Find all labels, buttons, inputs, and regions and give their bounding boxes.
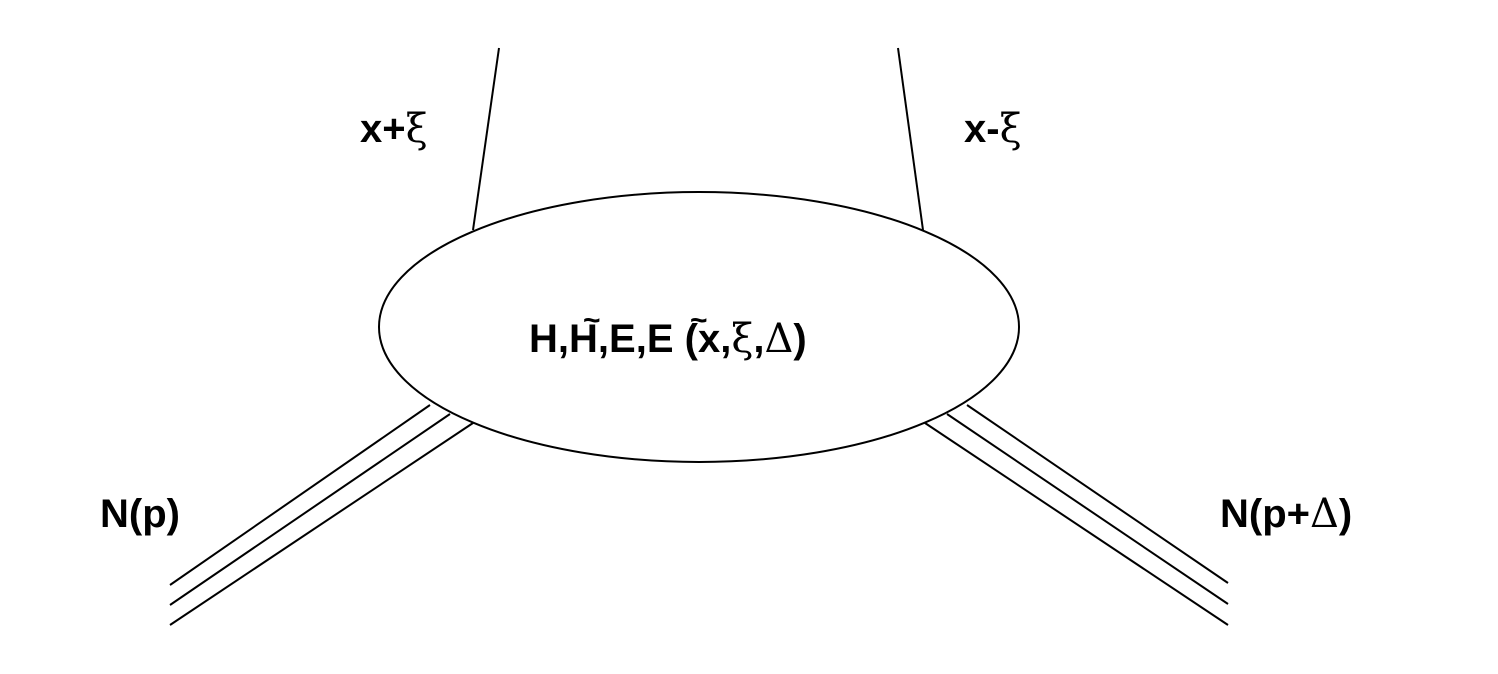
delta-symbol-nucleon: Δ [1310, 491, 1339, 537]
gpd-E-tilde: E [647, 317, 674, 361]
nucleon-out-lines [924, 404, 1229, 626]
quark-left-prefix: x+ [360, 107, 406, 151]
nucleon-out-suffix: ) [1339, 492, 1352, 536]
nucleon-out-label: N(p+Δ) [1220, 491, 1352, 537]
gpd-E: E [609, 317, 636, 361]
gpd-H-tilde: H [569, 317, 598, 361]
xi-symbol-left: ξ [406, 106, 428, 152]
tilde-over-H: ~ [583, 304, 601, 337]
nucleon-out-prefix: N(p+ [1220, 492, 1310, 536]
xi-symbol-blob: ξ [731, 316, 753, 362]
gpd-H: H [529, 317, 558, 361]
tilde-over-E: ~ [690, 304, 708, 337]
delta-symbol-blob: Δ [764, 316, 793, 362]
quark-line-right [897, 47, 924, 231]
xi-symbol-right: ξ [1000, 106, 1022, 152]
nucleon-in-label: N(p) [100, 492, 180, 536]
nucleon-in-lines [169, 404, 474, 626]
quark-right-label: x-ξ [964, 106, 1022, 152]
quark-left-label: x+ξ [360, 106, 428, 152]
gpd-label: H,H,E,E (x,ξ,Δ) [529, 316, 807, 362]
gpd-args-close: ) [793, 317, 806, 361]
gpd-blob [378, 191, 1020, 463]
gpd-args-open: (x, [674, 317, 732, 361]
quark-right-prefix: x- [964, 107, 1000, 151]
quark-line-left [472, 47, 500, 231]
